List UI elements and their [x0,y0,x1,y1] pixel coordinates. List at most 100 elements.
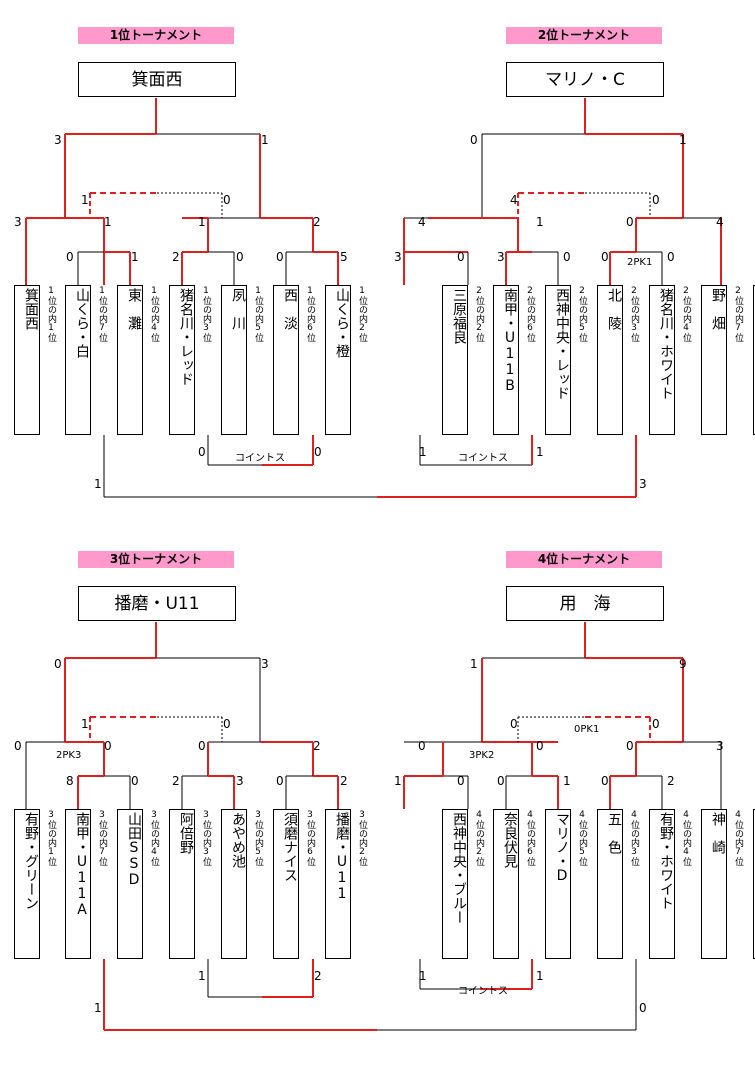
score-label: 0 [54,657,62,671]
score-label: 1 [131,250,139,264]
score-label: 0 [223,193,231,207]
team-box: 野 畑 [701,285,727,435]
team-seed-note: 1位の内1位 [46,286,56,342]
score-label: 2 [313,739,321,753]
score-label: 0 [601,774,609,788]
team-box: 猪名川・レッド [169,285,195,435]
score-label: 2 [340,774,348,788]
team-seed-note: 2位の内3位 [629,286,639,342]
score-label: 8 [66,774,74,788]
team-box: 奈良伏見 [493,809,519,959]
match-note-label: 2PK3 [56,750,82,761]
score-label: 0 [104,739,112,753]
team-name: 西 淡 [282,288,298,330]
team-box: マリノ・D [545,809,571,959]
team-name: 夙 川 [230,288,246,330]
score-label: 2 [667,774,675,788]
team-seed-note: 3位の内5位 [253,810,263,866]
team-box: 五 色 [597,809,623,959]
score-label: 1 [536,445,544,459]
score-label: 1 [81,717,89,731]
team-box: 須磨ナイス [273,809,299,959]
team-seed-note: 2位の内7位 [733,286,743,342]
team-box: 西神中央・ブルー [442,809,468,959]
team-box: 山くら・白 [65,285,91,435]
score-label: 1 [679,133,687,147]
team-box: あやめ池 [221,809,247,959]
score-label: 1 [261,133,269,147]
team-box: 山田SSD [117,809,143,959]
team-seed-note: 3位の内4位 [149,810,159,866]
score-label: 2 [172,250,180,264]
team-box: 夙 川 [221,285,247,435]
score-label: 0 [626,215,634,229]
team-seed-note: 1位の内4位 [149,286,159,342]
score-label: 4 [510,193,518,207]
team-box: 用 海 [753,809,755,959]
team-box: マリノ・C [753,285,755,435]
team-box: 有野・ホワイト [649,809,675,959]
team-name: 阿倍野 [178,812,194,854]
score-label: 0 [131,774,139,788]
score-label: 0 [510,717,518,731]
score-label: 2 [314,969,322,983]
team-box: 南甲・U11B [493,285,519,435]
team-name: 野 畑 [710,288,726,330]
match-note-label: 2PK1 [627,257,653,268]
team-seed-note: 4位の内7位 [733,810,743,866]
score-label: 2 [172,774,180,788]
team-name: 有野・グリーン [23,812,39,910]
team-box: 神 崎 [701,809,727,959]
bracket-title: 1位トーナメント [78,27,234,44]
team-seed-note: 3位の内6位 [305,810,315,866]
champion-box: マリノ・C [506,62,664,97]
score-label: 4 [418,215,426,229]
team-seed-note: 2位の内4位 [681,286,691,342]
team-seed-note: 3位の内3位 [201,810,211,866]
score-label: 0 [536,739,544,753]
match-note-label: コイントス [458,986,508,997]
score-label: 0 [601,250,609,264]
score-label: 0 [563,250,571,264]
score-label: 0 [223,717,231,731]
team-seed-note: 4位の内3位 [629,810,639,866]
match-note-label: 0PK1 [574,724,600,735]
champion-box: 播磨・U11 [78,586,236,621]
score-label: 4 [716,215,724,229]
team-name: 山くら・白 [74,288,90,358]
score-label: 9 [679,657,687,671]
score-label: 1 [470,657,478,671]
score-label: 1 [104,215,112,229]
bracket-title: 3位トーナメント [78,551,234,568]
score-label: 0 [667,250,675,264]
team-box: 播磨・U11 [325,809,351,959]
team-seed-note: 1位の内2位 [357,286,367,342]
team-name: マリノ・D [554,812,570,884]
score-label: 3 [54,133,62,147]
score-label: 0 [457,774,465,788]
score-label: 0 [652,717,660,731]
team-seed-note: 2位の内6位 [525,286,535,342]
team-box: 西神中央・レッド [545,285,571,435]
team-name: 南甲・U11B [502,288,518,394]
team-name: 北 陵 [606,288,622,330]
score-label: 0 [418,739,426,753]
team-name: 播磨・U11 [334,812,350,902]
score-label: 2 [313,215,321,229]
champion-box: 箕面西 [78,62,236,97]
score-label: 0 [626,739,634,753]
score-label: 0 [470,133,478,147]
score-label: 1 [94,1001,102,1015]
score-label: 0 [236,250,244,264]
score-label: 3 [639,477,647,491]
team-seed-note: 3位の内1位 [46,810,56,866]
team-seed-note: 4位の内2位 [474,810,484,866]
score-label: 0 [276,774,284,788]
score-label: 1 [198,215,206,229]
score-label: 5 [340,250,348,264]
team-name: 東 灘 [126,288,142,330]
score-label: 3 [261,657,269,671]
match-note-label: コイントス [235,453,285,464]
team-name: 西神中央・レッド [554,288,570,400]
